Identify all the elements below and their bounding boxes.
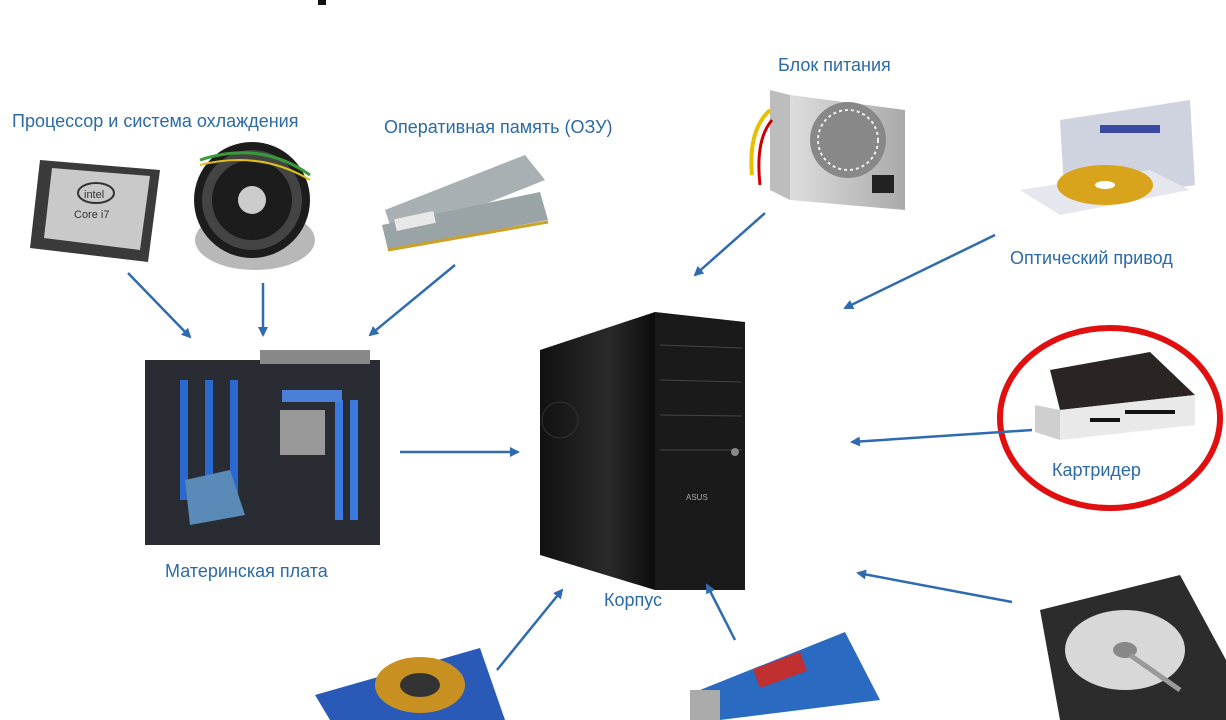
label-cpu-cooling: Процессор и система охлаждения <box>12 111 299 131</box>
label-cardreader: Картридер <box>1052 460 1141 480</box>
cardreader-image <box>1035 352 1195 440</box>
psu-image <box>749 90 905 210</box>
hdd-image <box>1040 575 1226 720</box>
optical-drive-image <box>1020 100 1195 215</box>
ram-image <box>382 155 549 252</box>
label-psu: Блок питания <box>778 55 891 75</box>
cooler-image <box>194 142 315 270</box>
top-mark <box>318 0 326 5</box>
label-case: Корпус <box>604 590 663 610</box>
arrow-optical-to-case <box>843 233 996 310</box>
label-optical-drive: Оптический привод <box>1010 248 1173 268</box>
gpu-image <box>315 648 505 720</box>
label-ram: Оперативная память (ОЗУ) <box>384 117 613 137</box>
arrow-soundcard-to-case <box>705 583 737 641</box>
pc-case-image: ASUS <box>540 312 745 590</box>
cpu-image: intel Core i7 <box>30 160 160 262</box>
arrow-gpu-to-case <box>496 588 564 671</box>
svg-text:Core i7: Core i7 <box>74 209 109 221</box>
sound-card-image <box>690 632 880 720</box>
arrow-cardreader-to-case <box>850 428 1033 447</box>
svg-text:intel: intel <box>84 189 104 201</box>
arrow-ram-to-motherboard <box>368 264 456 337</box>
label-motherboard: Материнская плата <box>165 561 328 581</box>
highlight-circle <box>997 325 1223 511</box>
arrow-hdd-to-case <box>856 569 1013 604</box>
arrow-psu-to-case <box>693 212 766 277</box>
svg-text:ASUS: ASUS <box>686 493 708 502</box>
arrow-cpu-to-motherboard <box>127 272 192 339</box>
motherboard-image <box>145 350 380 545</box>
